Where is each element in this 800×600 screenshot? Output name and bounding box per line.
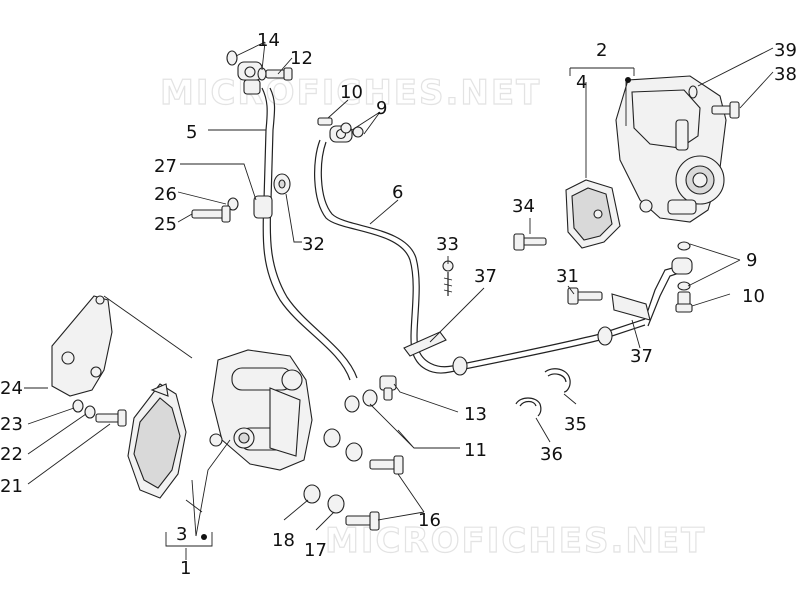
callout-24: 24 [0,378,23,399]
callout-10-right: 10 [742,286,765,307]
callout-32: 32 [302,234,325,255]
bolt-21 [95,409,127,427]
leader-lines [24,41,774,560]
callout-39: 39 [774,40,797,61]
callout-37-left: 37 [474,266,497,287]
callout-10-top: 10 [340,82,363,103]
callout-labels: 14 12 2 4 39 38 10 9 5 27 26 25 32 6 34 … [0,30,797,579]
callout-34: 34 [512,196,535,217]
caliper-bracket-24 [51,295,113,397]
clip-36 [515,397,542,417]
banjo-bolt-10-top [317,117,364,138]
callout-36: 36 [540,444,563,465]
hose-end-right-inner [647,271,683,327]
callout-12: 12 [290,48,313,69]
callout-37-right: 37 [630,346,653,367]
callout-22: 22 [0,444,23,465]
leader-dot-1 [201,534,207,540]
callout-9-top: 9 [376,98,387,119]
bolt-31 [567,287,603,305]
hose-bracket-37-right [611,293,651,321]
callout-9-right: 9 [746,250,757,271]
callout-13: 13 [464,404,487,425]
clip-35 [544,368,571,393]
hose-clamp-27 [191,195,273,223]
callout-17: 17 [304,540,327,561]
callout-4: 4 [576,72,587,93]
callout-23: 23 [0,414,23,435]
watermark-top: MICROFICHES.NET [160,73,541,113]
brake-pads-3 [127,383,187,499]
hose-grommet-right [597,326,613,346]
callout-25: 25 [154,214,177,235]
callout-26: 26 [154,184,177,205]
watermark-bottom: MICROFICHES.NET [325,521,706,561]
callout-1: 1 [180,558,191,579]
banjo-fitting-right [671,241,693,313]
leader-dot-2 [625,77,631,83]
washers-22-23 [72,399,96,419]
brake-caliper-1 [209,349,313,471]
banjo-bolt-12 [265,67,293,81]
callout-31: 31 [556,266,579,287]
callout-38: 38 [774,64,797,85]
callout-21: 21 [0,476,23,497]
screw-33 [442,260,454,296]
callout-5: 5 [186,122,197,143]
banjo-fitting-lower [344,375,397,413]
hose-grommet-left [452,356,468,376]
callout-14: 14 [257,30,280,51]
callout-11: 11 [464,440,487,461]
callout-27: 27 [154,156,177,177]
callout-3: 3 [176,524,187,545]
bolts-16 [345,455,404,531]
callout-18: 18 [272,530,295,551]
callout-33: 33 [436,234,459,255]
caliper-bolt-38 [688,85,740,119]
brake-pads-4 [565,179,621,249]
bolt-34 [513,233,547,251]
brake-hose-6 [314,139,646,374]
banjo-fitting-top [237,61,263,95]
callout-35: 35 [564,414,587,435]
callout-2: 2 [596,40,607,61]
callout-6: 6 [392,182,403,203]
brake-hose-5 [261,87,358,381]
brake-caliper-2 [615,75,727,223]
washers-18-17 [303,428,363,514]
hose-bracket-37-left [403,331,447,357]
callout-16: 16 [418,510,441,531]
grommet-32 [273,173,291,195]
